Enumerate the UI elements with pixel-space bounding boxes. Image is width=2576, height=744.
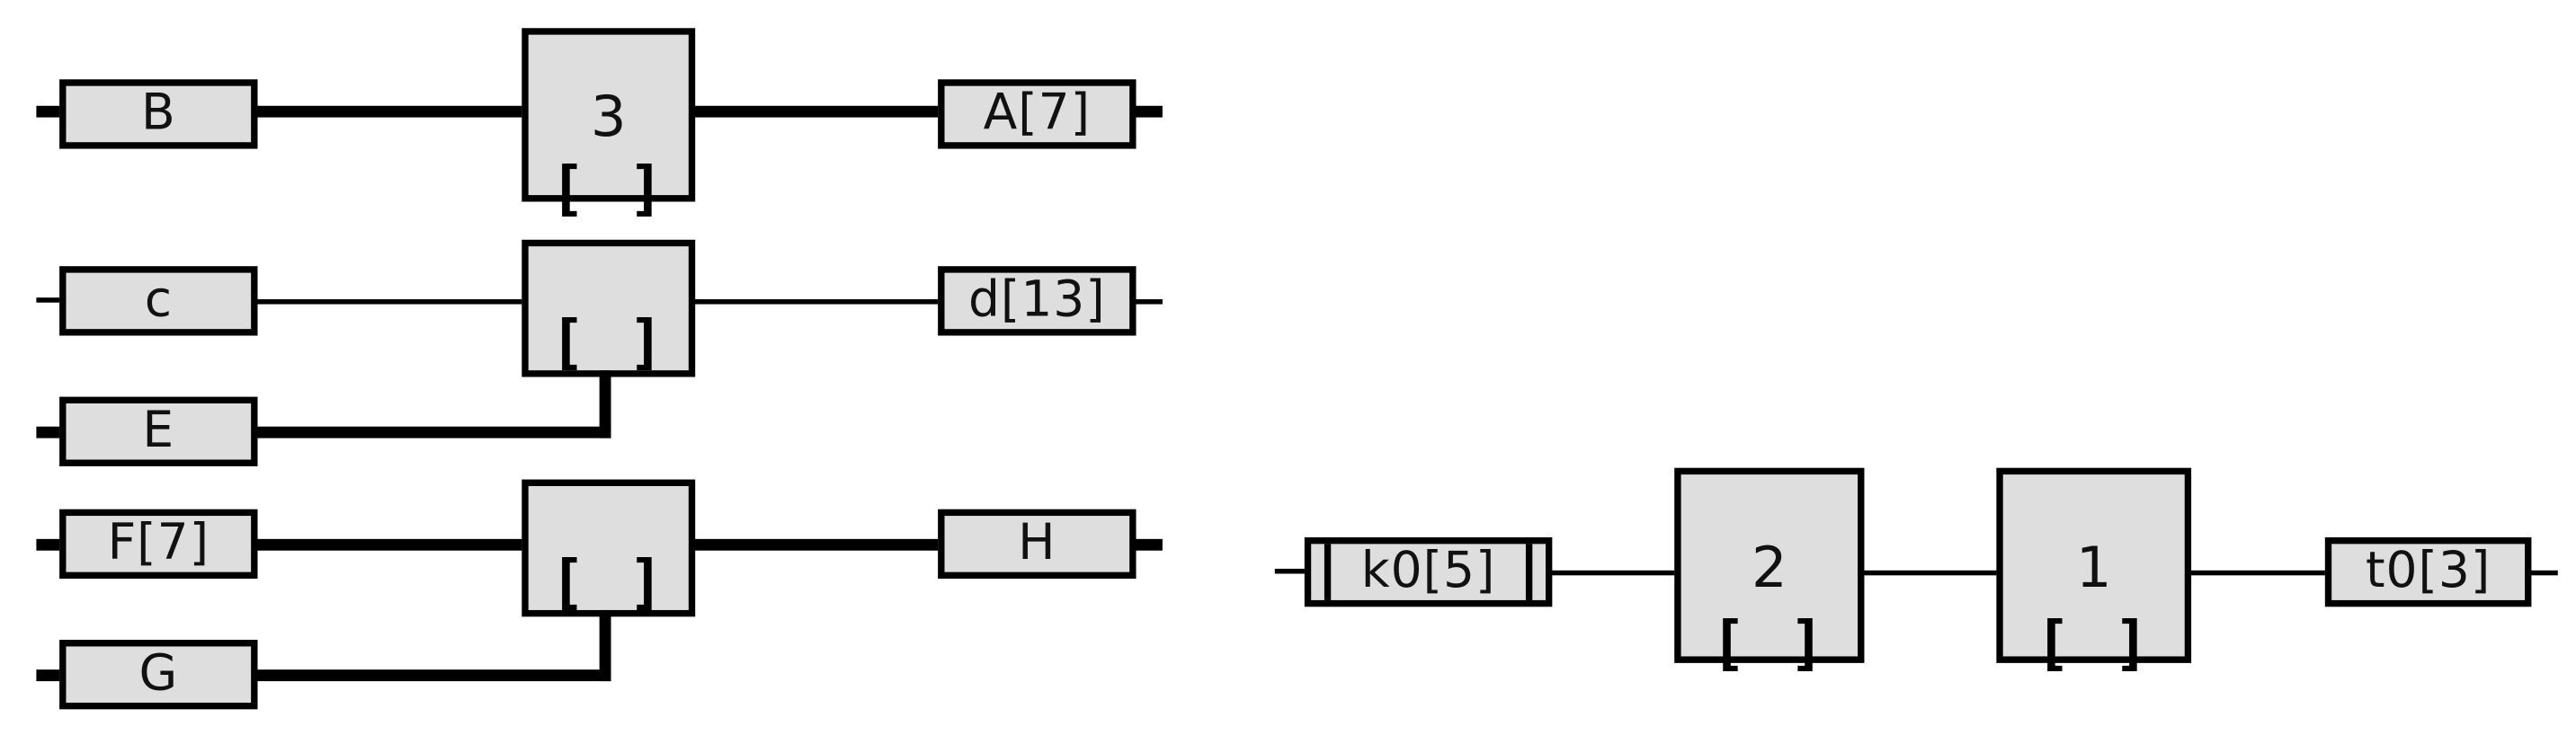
signal-box-h[interactable]: H [938, 509, 1136, 579]
signal-label-b: B [140, 84, 176, 143]
logic-block-d[interactable]: [ ] [521, 239, 696, 377]
signal-box-e[interactable]: E [59, 396, 258, 466]
wire-e-horizontal [254, 426, 611, 438]
signal-label-f7: F[7] [107, 514, 210, 572]
logic-block-h[interactable]: [ ] [521, 479, 696, 617]
logic-block-2[interactable]: 2 [ ] [1674, 467, 1865, 674]
wire-k0-to-block2 [1548, 570, 1681, 576]
signal-label-k0: k0[5] [1360, 542, 1496, 600]
wire-g-horizontal [254, 669, 611, 682]
logic-block-3[interactable]: 3 [ ] [521, 28, 696, 219]
output-stub-d13 [1132, 299, 1163, 305]
wire-block-d-to-d13 [690, 299, 947, 305]
signal-label-d13: d[13] [968, 270, 1106, 330]
logic-block-1-bracket: [ ] [2035, 609, 2153, 678]
logic-block-3-number: 3 [590, 84, 627, 151]
logic-block-3-bracket: [ ] [549, 155, 667, 224]
wire-c-to-block-d [254, 299, 527, 305]
signal-label-e: E [142, 402, 175, 460]
signal-label-h: H [1018, 514, 1056, 572]
signal-label-a7: A[7] [983, 84, 1092, 143]
logic-block-1-number: 1 [2075, 536, 2112, 602]
wire-block2-to-block1 [1858, 570, 2001, 576]
wire-f7-to-block-h [254, 538, 527, 551]
wire-b-to-block3 [254, 105, 527, 118]
signal-box-g[interactable]: G [59, 640, 258, 710]
signal-label-t03: t0[3] [2365, 542, 2491, 600]
signal-box-k0[interactable]: k0[5] [1304, 537, 1553, 607]
logic-block-1[interactable]: 1 [ ] [1996, 467, 2192, 674]
signal-box-c[interactable]: c [59, 266, 258, 336]
output-stub-h [1132, 538, 1163, 551]
output-stub-t03 [2527, 570, 2558, 576]
signal-box-t03[interactable]: t0[3] [2324, 537, 2532, 607]
wire-e-vertical [599, 370, 611, 438]
wire-block1-to-t03 [2186, 570, 2332, 576]
logic-block-2-number: 2 [1751, 536, 1787, 602]
signal-box-f7[interactable]: F[7] [59, 509, 258, 579]
output-stub-a7 [1132, 105, 1163, 118]
wire-block3-to-a7 [690, 105, 947, 118]
signal-label-g: G [138, 644, 179, 703]
logic-block-2-bracket: [ ] [1710, 609, 1829, 678]
logic-block-d-bracket: [ ] [549, 309, 667, 377]
signal-box-a7[interactable]: A[7] [938, 79, 1136, 149]
signal-box-d13[interactable]: d[13] [938, 266, 1136, 336]
signal-box-b[interactable]: B [59, 79, 258, 149]
wire-g-vertical [599, 609, 611, 682]
input-stub-k0 [1274, 568, 1312, 574]
input-stub-c [36, 297, 73, 303]
logic-block-h-bracket: [ ] [549, 548, 667, 617]
wire-block-h-to-h [690, 538, 947, 551]
signal-label-c: c [144, 270, 173, 330]
